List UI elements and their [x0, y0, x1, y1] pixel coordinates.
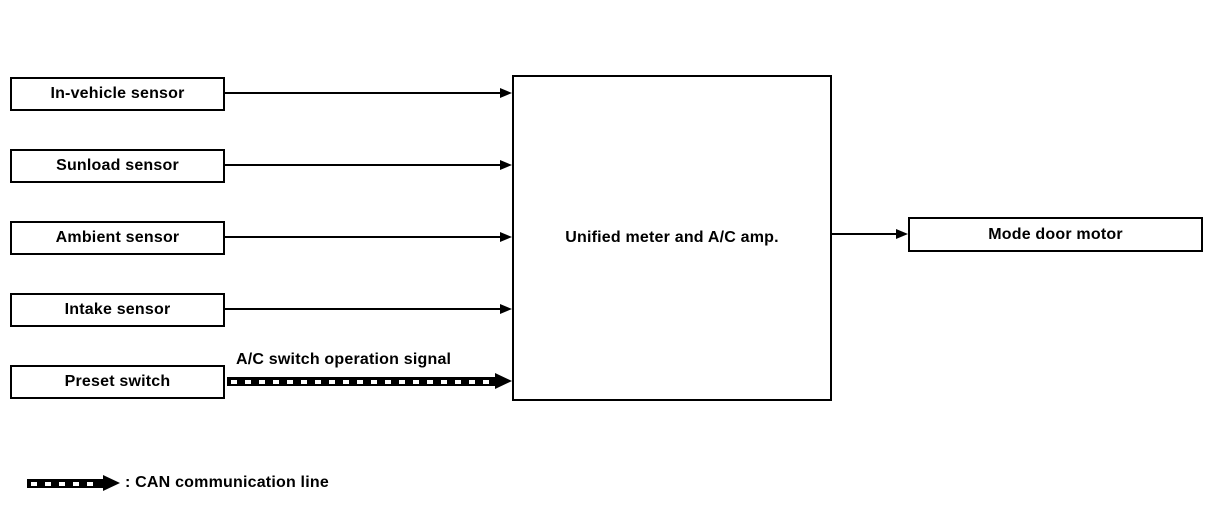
can-line-dash-pattern — [31, 481, 101, 486]
arrowhead-icon — [500, 232, 512, 242]
legend-label: : CAN communication line — [125, 474, 329, 491]
box-intake-sensor: Intake sensor — [10, 293, 225, 327]
arrow-line-output — [832, 233, 896, 235]
arrow-line-intake — [225, 308, 502, 310]
can-arrowhead-icon — [495, 373, 512, 389]
arrowhead-icon — [500, 304, 512, 314]
can-line — [227, 377, 496, 386]
can-line-dash-pattern — [231, 380, 494, 384]
arrow-line-in-vehicle — [225, 92, 502, 94]
can-arrowhead-icon — [103, 475, 120, 491]
box-label: Unified meter and A/C amp. — [565, 229, 779, 246]
box-label: Intake sensor — [64, 301, 171, 318]
arrowhead-icon — [896, 229, 908, 239]
dashed-arrow-label: A/C switch operation signal — [236, 351, 452, 368]
arrow-line-ambient — [225, 236, 502, 238]
box-label: In-vehicle sensor — [50, 85, 185, 102]
arrowhead-icon — [500, 88, 512, 98]
box-label: Mode door motor — [988, 225, 1123, 243]
arrow-line-sunload — [225, 164, 502, 166]
box-in-vehicle-sensor: In-vehicle sensor — [10, 77, 225, 111]
box-label: Preset switch — [64, 373, 171, 390]
arrowhead-icon — [500, 160, 512, 170]
box-sunload-sensor: Sunload sensor — [10, 149, 225, 183]
box-mode-door-motor: Mode door motor — [908, 217, 1203, 252]
can-dashed-arrow-icon — [27, 478, 103, 488]
legend: : CAN communication line — [27, 470, 329, 496]
box-preset-switch: Preset switch — [10, 365, 225, 399]
box-ambient-sensor: Ambient sensor — [10, 221, 225, 255]
box-label: Sunload sensor — [56, 157, 179, 174]
box-label: Ambient sensor — [55, 229, 180, 246]
box-unified-meter-ac-amp: Unified meter and A/C amp. — [512, 75, 832, 401]
